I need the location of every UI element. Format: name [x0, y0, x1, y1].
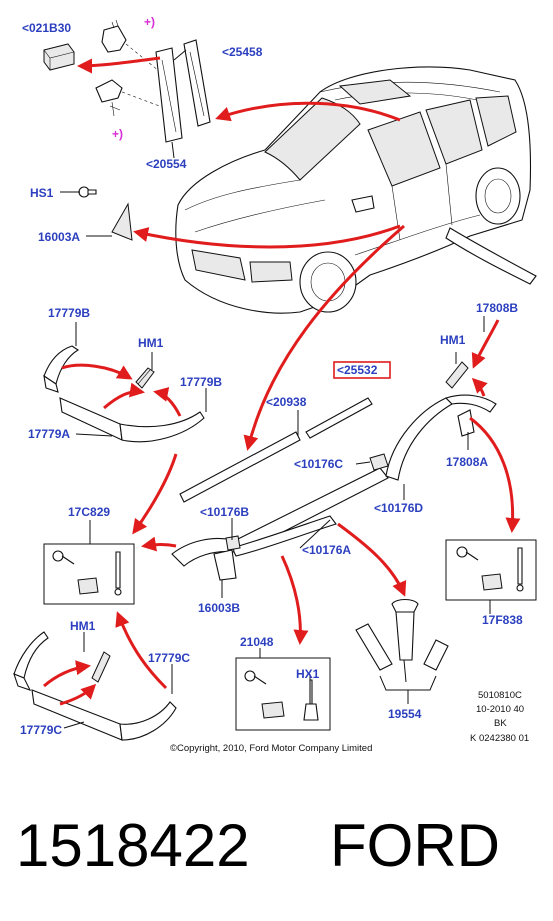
- part-17779A: [59, 397, 205, 443]
- label-25532: <25532: [337, 363, 378, 377]
- label-highlight-box: [333, 361, 391, 379]
- label-17F838: 17F838: [482, 613, 523, 627]
- part-HM1-strip-b: [445, 361, 469, 389]
- part-10176D-arch: [385, 394, 497, 481]
- screw-icon: [52, 550, 75, 565]
- label-17779C-left: 17779C: [20, 723, 62, 737]
- label-17779C-right: 17779C: [148, 651, 190, 665]
- footer-brand: FORD: [330, 812, 500, 879]
- part-17779C-lower: [31, 689, 177, 741]
- label-17808A: 17808A: [446, 455, 488, 469]
- part-16003A: [111, 202, 133, 241]
- label-10176A: <10176A: [302, 543, 351, 557]
- part-19554: [355, 598, 449, 683]
- car-illustration: [175, 66, 532, 314]
- callout-arrows: [43, 56, 521, 706]
- label-021B30: <021B30: [22, 21, 71, 35]
- box-17F838: [445, 539, 537, 601]
- part-17808A-clip: [457, 409, 475, 437]
- label-25458: <25458: [222, 45, 263, 59]
- label-17779A: 17779A: [28, 427, 70, 441]
- copyright: ©Copyright, 2010, Ford Motor Company Lim…: [170, 743, 372, 754]
- part-17779C-upper: [13, 631, 49, 691]
- pin-icon: [516, 547, 524, 592]
- label-HS1: HS1: [30, 186, 54, 200]
- part-10176A: [231, 515, 337, 557]
- leader-lines: [60, 49, 491, 729]
- screw-icon: [244, 670, 267, 685]
- connector-upper: [101, 19, 127, 53]
- box-17C829: [43, 543, 135, 605]
- label-20938: <20938: [266, 395, 307, 409]
- label-17808B: 17808B: [476, 301, 518, 315]
- part-17779B-upper: [43, 345, 80, 393]
- label-10176D: <10176D: [374, 501, 423, 515]
- part-HM1-strip-a: [135, 367, 155, 389]
- label-HM1-a: HM1: [138, 336, 164, 350]
- label-21048: 21048: [240, 635, 274, 649]
- part-HS1-screw: [78, 186, 97, 198]
- label-16003A: 16003A: [38, 230, 80, 244]
- ref-line-4: K 0242380 01: [470, 733, 529, 744]
- part-021B30: [43, 43, 75, 71]
- pin-icon: [114, 551, 122, 596]
- label-20554: <20554: [146, 157, 187, 171]
- label-HM1-c: HM1: [70, 619, 96, 633]
- label-17779B-right: 17779B: [180, 375, 222, 389]
- part-20938: [179, 431, 301, 503]
- label-17C829: 17C829: [68, 505, 110, 519]
- plus-marker-top: +): [144, 15, 155, 29]
- label-10176C: <10176C: [294, 457, 343, 471]
- label-HM1-b: HM1: [440, 333, 466, 347]
- ref-line-1: 5010810C: [478, 690, 522, 701]
- clip-icon: [77, 577, 99, 595]
- label-19554: 19554: [388, 707, 422, 721]
- part-HM1-strip-c: [91, 651, 111, 683]
- ref-line-2: 10-2010 40: [476, 704, 524, 715]
- label-HX1: HX1: [296, 667, 320, 681]
- label-17779B-left: 17779B: [48, 306, 90, 320]
- part-16003B-arch: [171, 535, 241, 581]
- part-20554: [155, 47, 183, 143]
- box-21048: [235, 657, 331, 731]
- connector-lower: [95, 79, 123, 117]
- label-16003B: 16003B: [198, 601, 240, 615]
- label-10176B: <10176B: [200, 505, 249, 519]
- part-25532: [305, 397, 373, 439]
- part-17808B: [445, 227, 537, 285]
- footer-part-number: 1518422: [16, 812, 250, 879]
- ref-line-3: BK: [494, 718, 507, 729]
- plus-marker-bottom: +): [112, 127, 123, 141]
- clip-icon: [261, 701, 285, 719]
- clip-icon: [481, 573, 503, 591]
- part-25458: [183, 39, 211, 127]
- rivet-icon: [303, 679, 319, 721]
- screw-icon: [456, 546, 479, 561]
